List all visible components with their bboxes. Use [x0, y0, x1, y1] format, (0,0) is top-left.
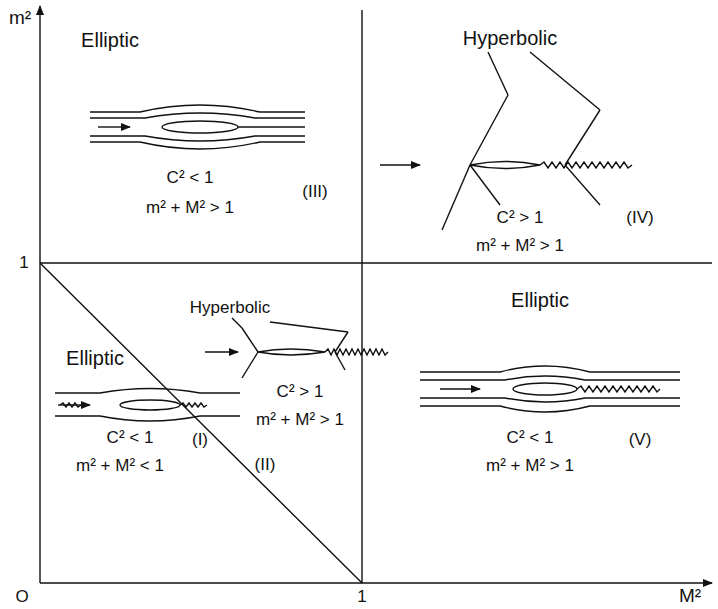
- condition-text: m² + M² > 1: [476, 237, 564, 256]
- condition-text: C² < 1: [167, 169, 214, 188]
- condition-text: m² + M² < 1: [76, 457, 164, 476]
- region-name: Hyperbolic: [463, 27, 557, 49]
- axis-label: m²: [9, 8, 31, 29]
- condition-text: C² < 1: [107, 429, 154, 448]
- condition-text: m² + M² > 1: [486, 457, 574, 476]
- flow-sketch: [380, 52, 632, 230]
- boundary-line: [361, 10, 362, 583]
- region-number: (IV): [626, 209, 653, 228]
- condition-text: C² > 1: [277, 383, 324, 402]
- tick-label: 1: [19, 254, 28, 273]
- condition-text: C² < 1: [507, 429, 554, 448]
- flow-sketch: [420, 366, 680, 412]
- flow-sketch: [55, 389, 240, 422]
- y-axis: [39, 6, 40, 583]
- region-number: (I): [192, 431, 208, 450]
- tick-label: 1: [357, 587, 366, 606]
- origin-label: O: [15, 587, 28, 606]
- region-name: Elliptic: [66, 347, 124, 369]
- region-name: Hyperbolic: [190, 299, 270, 318]
- region-number: (V): [629, 431, 652, 450]
- condition-text: C² > 1: [497, 209, 544, 228]
- boundary-line: [40, 262, 712, 263]
- region-name: Elliptic: [81, 29, 139, 51]
- axis-label: M²: [679, 585, 701, 606]
- condition-text: m² + M² > 1: [256, 411, 344, 430]
- condition-text: m² + M² > 1: [146, 199, 234, 218]
- flow-sketch: [90, 105, 305, 149]
- region-name: Elliptic: [511, 289, 569, 311]
- boundary-line: [40, 263, 362, 583]
- x-axis: [40, 582, 712, 583]
- region-number: (II): [255, 456, 276, 475]
- region-number: (III): [302, 183, 328, 202]
- flow-sketch: [205, 318, 388, 378]
